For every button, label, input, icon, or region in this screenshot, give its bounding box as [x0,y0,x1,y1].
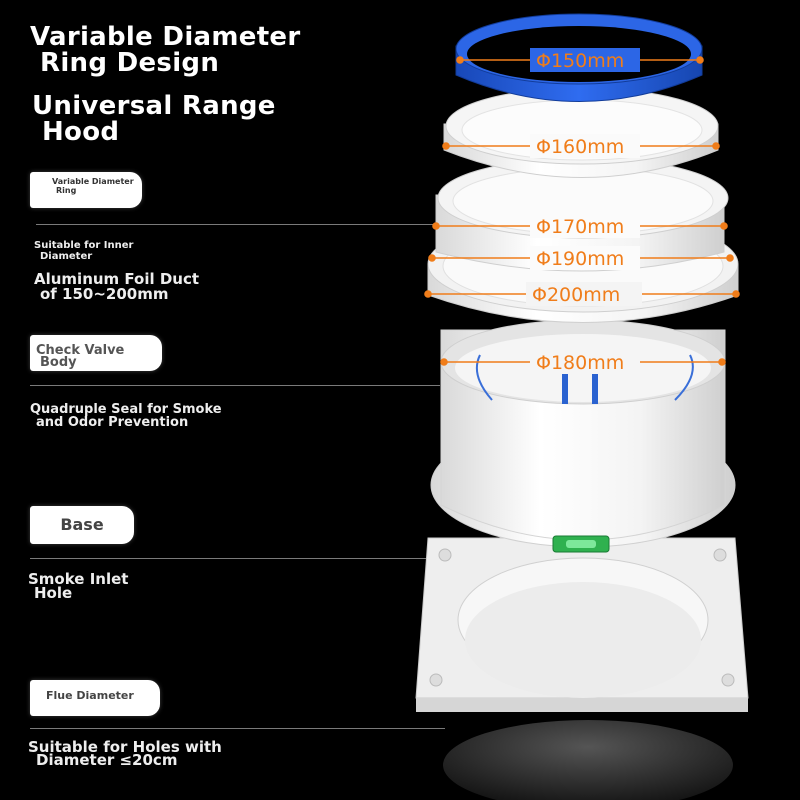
label-line: Ring [56,186,77,195]
check-valve-illustration: Φ150mm Φ160mm Φ170mm Φ190mm Φ200mm Φ180m… [415,13,749,800]
desc-line: Hole [34,584,73,602]
leader-line [30,728,445,729]
label-line: Body [40,355,77,370]
leader-line [30,385,440,386]
desc-line: Diameter ≤20cm [36,751,178,769]
dimension-190: Φ190mm [536,248,624,270]
headline-variable-diameter: Variable Diameter Ring Design [30,24,300,76]
dimension-180: Φ180mm [536,352,624,374]
desc-line: Aluminum Foil Duct [34,270,200,288]
feature-desc-duct-range: Aluminum Foil Duct of 150~200mm [34,272,199,302]
feature-desc-smoke-inlet: Smoke Inlet Hole [28,570,129,602]
feature-label-variable-diameter-ring: Variable Diameter Ring [30,172,142,208]
leader-line [30,558,430,559]
feature-label-base: Base [30,506,134,544]
feature-label-flue-diameter: Flue Diameter [30,680,160,716]
headline-line: Universal Range [32,91,276,121]
headline-line: Variable Diameter [30,22,301,52]
dimension-200: Φ200mm [532,284,620,306]
headline-line: Hood [42,117,120,147]
desc-line: Diameter [40,251,93,262]
headline-line: Ring Design [40,48,220,78]
desc-line: Suitable for Holes with [28,738,222,756]
label-line: Variable Diameter [52,177,134,186]
floor-hole [443,720,733,800]
leader-line [36,224,436,225]
desc-line: Quadruple Seal for Smoke [30,402,222,417]
desc-line: of 150~200mm [40,285,169,303]
dimension-150: Φ150mm [536,50,624,72]
feature-desc-hole-diameter: Suitable for Holes with Diameter ≤20cm [28,738,222,769]
feature-desc-inner-diameter: Suitable for Inner Diameter [34,240,133,262]
desc-line: Suitable for Inner [34,240,134,251]
dimension-160: Φ160mm [536,136,624,158]
label-line: Check Valve [36,343,125,358]
dimension-170: Φ170mm [536,216,624,238]
feature-label-check-valve-body: Check Valve Body [30,335,162,371]
desc-line: and Odor Prevention [36,415,189,430]
desc-line: Smoke Inlet [28,570,129,588]
headline-universal-range-hood: Universal Range Hood [32,93,276,145]
feature-desc-quadruple-seal: Quadruple Seal for Smoke and Odor Preven… [30,403,222,429]
